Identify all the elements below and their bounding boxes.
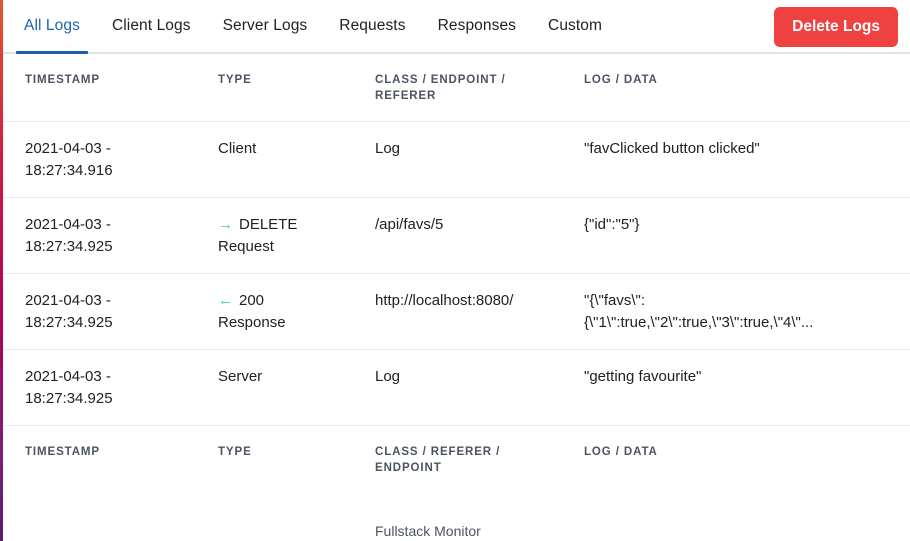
cell-type-secondary: Response	[218, 313, 286, 331]
column-header-data: LOG / DATA	[584, 74, 658, 86]
footer-spacer-type	[218, 523, 375, 541]
cell-type: → DELETE Request	[218, 214, 375, 257]
cell-type-primary: Server	[218, 368, 263, 385]
cell-type-primary: DELETE	[239, 216, 298, 233]
tab-requests[interactable]: Requests	[323, 0, 421, 52]
tab-client-logs-label: Client Logs	[111, 17, 191, 34]
cell-timestamp: 2021-04-03 - 18:27:34.925	[25, 292, 113, 331]
footer-column-header-timestamp: TIMESTAMP	[25, 446, 100, 458]
tab-all-logs[interactable]: All Logs	[8, 0, 96, 54]
tab-all-logs-label: All Logs	[24, 17, 80, 34]
cell-timestamp: 2021-04-03 - 18:27:34.925	[25, 368, 113, 407]
tab-responses[interactable]: Responses	[422, 0, 532, 52]
table-row[interactable]: 2021-04-03 - 18:27:34.925 Server Log "ge…	[0, 350, 910, 426]
footer-column-header-class: CLASS / REFERER / ENDPOINT	[375, 446, 501, 474]
tab-server-logs-label: Server Logs	[222, 17, 308, 34]
footer-row: Fullstack Monitor	[0, 493, 910, 541]
footer-link-container: Fullstack Monitor	[375, 523, 584, 541]
footer-column-header-data: LOG / DATA	[584, 446, 658, 458]
tab-custom-label: Custom	[548, 17, 603, 34]
delete-logs-button[interactable]: Delete Logs	[774, 7, 898, 47]
tab-responses-label: Responses	[437, 17, 517, 34]
cell-data: "{\"favs\": {\"1\":true,\"2\":true,\"3\"…	[584, 292, 814, 331]
cell-class: http://localhost:8080/	[375, 292, 514, 309]
cell-type: Client	[218, 138, 375, 160]
cell-timestamp: 2021-04-03 - 18:27:34.925	[25, 216, 113, 255]
tab-bar: All Logs Client Logs Server Logs Request…	[0, 0, 910, 54]
cell-type-secondary: Request	[218, 237, 274, 255]
cell-class: /api/favs/5	[375, 216, 444, 233]
arrow-right-icon: →	[218, 216, 233, 233]
gradient-edge-stripe	[0, 0, 3, 541]
column-header-type: TYPE	[218, 74, 252, 86]
tab-requests-label: Requests	[339, 17, 406, 34]
tab-client-logs[interactable]: Client Logs	[96, 0, 207, 52]
cell-class: Log	[375, 368, 401, 385]
cell-type-primary: 200	[239, 292, 265, 309]
logs-table: TIMESTAMP TYPE CLASS / ENDPOINT / REFERE…	[0, 54, 910, 541]
table-footer-header-row: TIMESTAMP TYPE CLASS / REFERER / ENDPOIN…	[0, 426, 910, 493]
cell-timestamp: 2021-04-03 - 18:27:34.916	[25, 140, 113, 179]
tab-server-logs[interactable]: Server Logs	[207, 0, 324, 52]
footer-column-header-type: TYPE	[218, 446, 252, 458]
tab-custom[interactable]: Custom	[532, 0, 618, 52]
table-row[interactable]: 2021-04-03 - 18:27:34.925 → DELETE Reques…	[0, 198, 910, 274]
cell-data: "getting favourite"	[584, 368, 702, 385]
table-header-row: TIMESTAMP TYPE CLASS / ENDPOINT / REFERE…	[0, 54, 910, 122]
cell-class: Log	[375, 140, 401, 157]
column-header-timestamp: TIMESTAMP	[25, 74, 100, 86]
cell-data: {"id":"5"}	[584, 216, 640, 233]
cell-type: Server	[218, 366, 375, 388]
cell-data: "favClicked button clicked"	[584, 140, 760, 157]
footer-spacer-timestamp	[0, 523, 218, 541]
fullstack-monitor-link[interactable]: Fullstack Monitor	[375, 523, 481, 539]
table-row[interactable]: 2021-04-03 - 18:27:34.925 ←200 Response …	[0, 274, 910, 350]
table-row[interactable]: 2021-04-03 - 18:27:34.916 Client Log "fa…	[0, 122, 910, 198]
cell-type: ← 200 Response	[218, 290, 375, 333]
column-header-class: CLASS / ENDPOINT / REFERER	[375, 74, 506, 102]
arrow-left-icon: ←	[218, 292, 233, 309]
cell-type-primary: Client	[218, 140, 257, 157]
